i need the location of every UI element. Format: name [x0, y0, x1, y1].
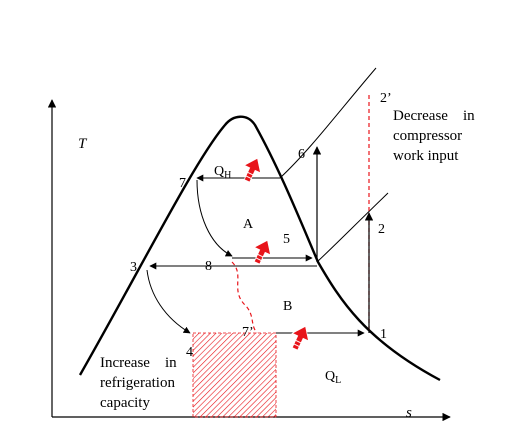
heat-arrow-icon	[238, 153, 267, 186]
point-label-7: 7	[179, 176, 186, 191]
process-7-to-8	[196, 179, 233, 257]
point-label-8: 8	[205, 259, 212, 274]
region-label-a: A	[243, 217, 254, 232]
throttling-curve	[231, 261, 258, 334]
point-label-7prime: 7’	[242, 325, 254, 340]
point-label-2: 2	[378, 222, 385, 237]
x-axis-label: s	[406, 405, 412, 421]
y-axis-label: T	[78, 136, 88, 152]
process-3-to-4	[146, 269, 191, 334]
heat-arrow-icon	[286, 321, 315, 354]
heat-rejected-label: QH	[214, 164, 231, 181]
decrease-annotation: Decrease in compressor work input	[0, 0, 493, 164]
heat-absorbed-label: QL	[325, 369, 341, 386]
point-label-2prime: 2’	[380, 91, 392, 106]
point-label-5: 5	[283, 232, 290, 247]
intermediate-pressure-isobar	[316, 192, 389, 263]
point-label-1: 1	[380, 327, 387, 342]
point-label-4: 4	[186, 345, 193, 360]
saturation-dome	[78, 115, 441, 382]
increase-annotation: Increase in refrigeration capacity	[0, 0, 195, 411]
region-label-b: B	[283, 299, 292, 314]
point-label-6: 6	[298, 147, 305, 162]
high-pressure-isobar	[279, 67, 377, 179]
point-label-3: 3	[130, 260, 137, 275]
capacity-increase-region	[192, 332, 277, 418]
heat-arrow-icon	[248, 235, 277, 268]
